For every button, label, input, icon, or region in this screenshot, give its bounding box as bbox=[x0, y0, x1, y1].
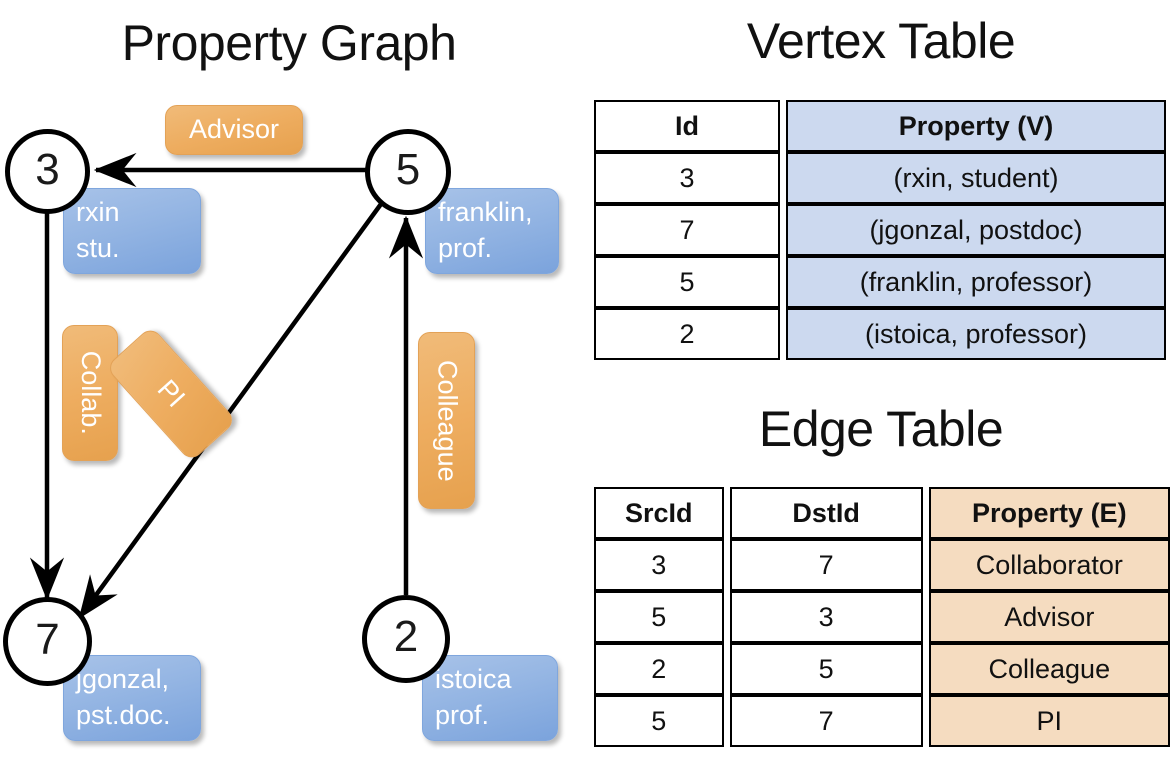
edge-table-header-dstid: DstId bbox=[729, 487, 923, 539]
vertex-property-box-3: rxin stu. bbox=[63, 188, 201, 274]
edge-row-2-src: 2 bbox=[594, 643, 724, 695]
vertex-table: Id Property (V) 3 (rxin, student) 7 (jgo… bbox=[594, 100, 1166, 360]
property-graph-diagram: Advisor Collab. PI Colleague rxin stu. f… bbox=[0, 0, 580, 760]
vertex-property-box-5-line1: franklin, bbox=[438, 197, 533, 228]
edge-row-1-property: Advisor bbox=[928, 591, 1170, 643]
edge-label-advisor-text: Advisor bbox=[188, 114, 280, 145]
table-header-row: Id Property (V) bbox=[594, 100, 1166, 152]
edge-label-pi-text: PI bbox=[151, 373, 192, 413]
page-title-property-graph: Property Graph bbox=[121, 15, 457, 71]
graph-node-7-label: 7 bbox=[35, 614, 60, 664]
page-title-vertex-table: Vertex Table bbox=[746, 13, 1016, 69]
edge-row-0-dst: 7 bbox=[729, 539, 923, 591]
table-row: 5 3 Advisor bbox=[594, 591, 1170, 643]
vertex-row-2-property: (franklin, professor) bbox=[786, 256, 1166, 308]
graph-node-3-label: 3 bbox=[35, 144, 60, 194]
edge-table-header-property: Property (E) bbox=[928, 487, 1170, 539]
edge-label-collab-text: Collab. bbox=[75, 350, 106, 436]
graph-node-7[interactable]: 7 bbox=[3, 597, 92, 686]
page-title-edge-table: Edge Table bbox=[758, 401, 1004, 457]
edge-label-colleague-text: Colleague bbox=[432, 359, 463, 482]
vertex-property-box-2: istoica prof. bbox=[422, 655, 558, 741]
edge-row-3-dst: 7 bbox=[729, 695, 923, 747]
vertex-row-2-id: 5 bbox=[594, 256, 780, 308]
graph-node-5-label: 5 bbox=[395, 145, 421, 194]
edge-table: SrcId DstId Property (E) 3 7 Collaborato… bbox=[594, 487, 1170, 747]
vertex-property-box-2-line1: istoica bbox=[435, 664, 512, 695]
graph-node-3[interactable]: 3 bbox=[5, 129, 90, 214]
vertex-row-3-id: 2 bbox=[594, 308, 780, 360]
graph-node-5[interactable]: 5 bbox=[365, 129, 451, 215]
edge-pi-5-to-7 bbox=[78, 202, 383, 619]
graph-edges-svg bbox=[29, 152, 424, 619]
edge-row-1-dst: 3 bbox=[729, 591, 923, 643]
edge-row-3-src: 5 bbox=[594, 695, 724, 747]
graph-node-2-label: 2 bbox=[393, 612, 419, 661]
vertex-property-box-7-line2: pst.doc. bbox=[76, 700, 171, 730]
edge-row-0-src: 3 bbox=[594, 539, 724, 591]
table-header-row: SrcId DstId Property (E) bbox=[594, 487, 1170, 539]
table-row: 3 7 Collaborator bbox=[594, 539, 1170, 591]
vertex-row-0-property: (rxin, student) bbox=[786, 152, 1166, 204]
graph-node-2[interactable]: 2 bbox=[362, 595, 450, 683]
vertex-property-box-3-line1: rxin bbox=[76, 197, 120, 228]
vertex-row-1-property: (jgonzal, postdoc) bbox=[786, 204, 1166, 256]
edge-row-2-dst: 5 bbox=[729, 643, 923, 695]
edge-row-2-property: Colleague bbox=[928, 643, 1170, 695]
vertex-table-header-property: Property (V) bbox=[786, 100, 1166, 152]
vertex-property-box-7: jgonzal, pst.doc. bbox=[63, 655, 201, 741]
table-row: 3 (rxin, student) bbox=[594, 152, 1166, 204]
vertex-table-header-id: Id bbox=[594, 100, 780, 152]
table-row: 2 (istoica, professor) bbox=[594, 308, 1166, 360]
table-row: 7 (jgonzal, postdoc) bbox=[594, 204, 1166, 256]
vertex-property-box-2-line2: prof. bbox=[435, 700, 490, 730]
edge-label-colleague: Colleague bbox=[418, 332, 475, 509]
vertex-property-box-5-line2: prof. bbox=[438, 233, 493, 263]
vertex-property-box-7-line1: jgonzal, bbox=[76, 664, 170, 695]
edge-row-1-src: 5 bbox=[594, 591, 724, 643]
vertex-row-0-id: 3 bbox=[594, 152, 780, 204]
edge-label-advisor: Advisor bbox=[165, 105, 303, 155]
vertex-row-3-property: (istoica, professor) bbox=[786, 308, 1166, 360]
vertex-row-1-id: 7 bbox=[594, 204, 780, 256]
edge-table-header-srcid: SrcId bbox=[594, 487, 724, 539]
edge-label-collab: Collab. bbox=[62, 325, 118, 461]
table-row: 5 7 PI bbox=[594, 695, 1170, 747]
vertex-property-box-5: franklin, prof. bbox=[425, 188, 559, 274]
vertex-property-box-3-line2: stu. bbox=[76, 233, 120, 263]
edge-row-0-property: Collaborator bbox=[928, 539, 1170, 591]
table-row: 5 (franklin, professor) bbox=[594, 256, 1166, 308]
edge-row-3-property: PI bbox=[928, 695, 1170, 747]
table-row: 2 5 Colleague bbox=[594, 643, 1170, 695]
